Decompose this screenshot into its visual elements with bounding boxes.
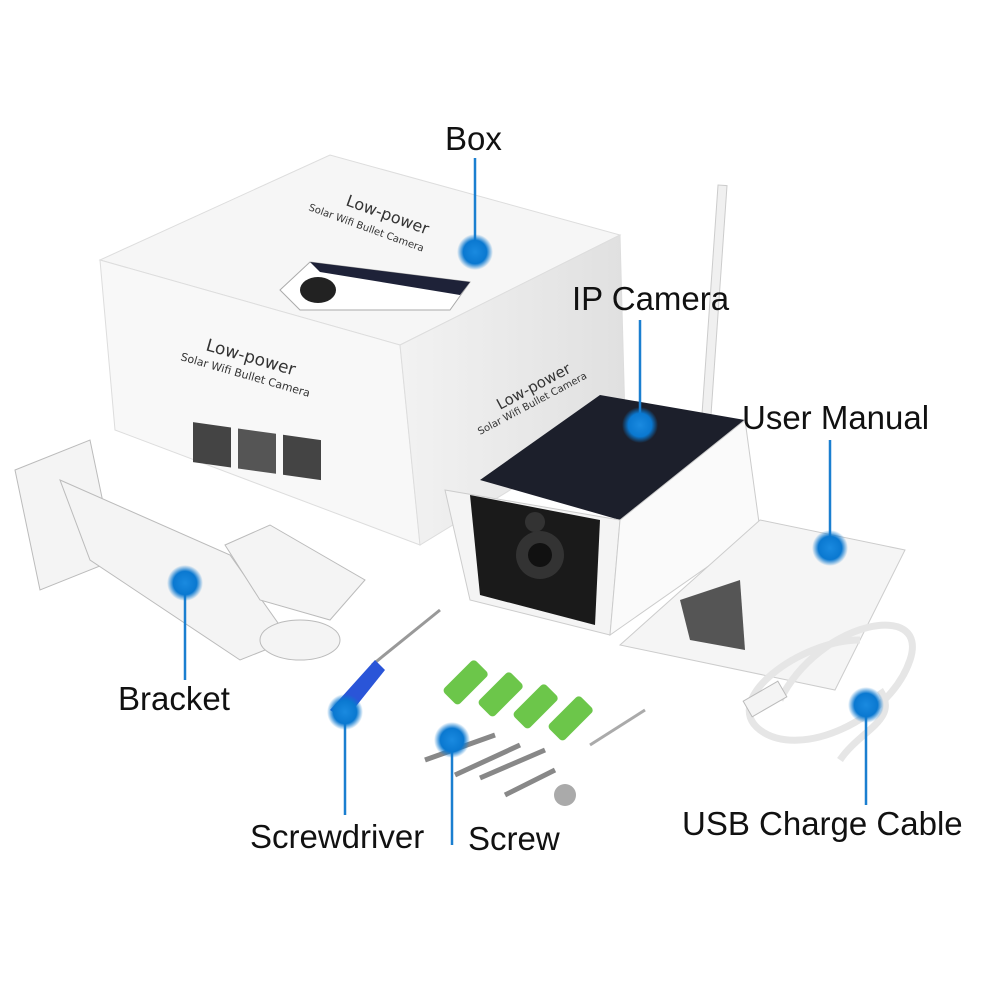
- label-box: Box: [445, 120, 502, 157]
- box-image: Low-power Solar Wifi Bullet Camera Low-p…: [98, 154, 626, 546]
- ip-camera-image: [444, 184, 761, 637]
- qr-codes: [193, 422, 321, 481]
- label-ip-camera: IP Camera: [572, 280, 730, 317]
- label-usb-charge-cable: USB Charge Cable: [682, 805, 963, 842]
- label-user-manual: User Manual: [742, 399, 930, 436]
- callout-dots: [167, 234, 884, 758]
- label-bracket: Bracket: [118, 680, 230, 717]
- label-screwdriver: Screwdriver: [250, 818, 425, 855]
- screws-image: [424, 660, 646, 806]
- usb-cable-image: [742, 621, 916, 763]
- label-screw: Screw: [468, 820, 560, 857]
